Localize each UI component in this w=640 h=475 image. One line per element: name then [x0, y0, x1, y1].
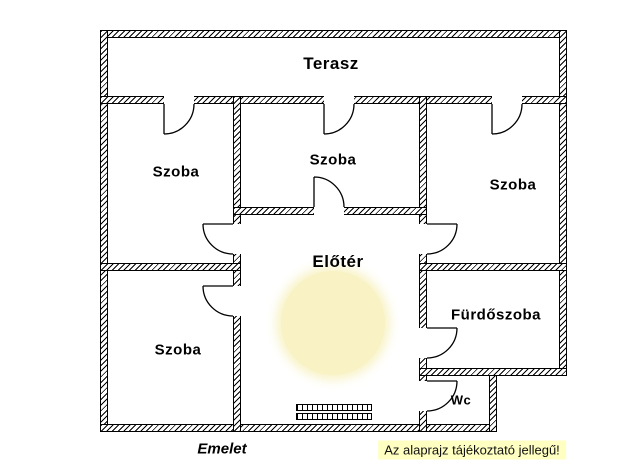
door-opening-left-upper [233, 224, 241, 254]
door-arc-eloter-middle [313, 176, 345, 208]
wall-outer-bottom [100, 424, 497, 432]
stairs-symbol-top [296, 404, 372, 411]
door-arc-furdoszoba [426, 327, 458, 359]
door-arc-left-lower [202, 285, 234, 317]
door-opening-right-upper [419, 224, 427, 254]
door-arc-szoba-right [491, 103, 523, 135]
door-arc-right-upper [426, 223, 458, 255]
stairs-symbol-bottom [296, 413, 372, 420]
door-opening-furdoszoba [419, 328, 427, 358]
wall-furdo-bottom [419, 368, 567, 376]
room-label-wc: Wc [450, 392, 472, 408]
door-opening-szoba-right [492, 96, 522, 104]
room-label-terasz: Terasz [303, 54, 359, 73]
door-arc-szoba-top-left [163, 103, 195, 135]
door-opening-wc [419, 381, 427, 411]
door-arc-left-upper [202, 223, 234, 255]
floor-label: Emelet [197, 440, 247, 458]
room-label-furdoszoba: Fürdőszoba [451, 306, 541, 324]
wall-left-split [100, 263, 241, 271]
wall-outer-top [100, 30, 567, 38]
wall-right-split [419, 263, 567, 271]
door-opening-szoba-top-left [164, 96, 194, 104]
highlight-circle [281, 271, 385, 375]
wall-wc-right [489, 368, 497, 432]
room-label-szoba-top-left: Szoba [152, 163, 200, 181]
room-label-szoba-right: Szoba [489, 176, 537, 194]
door-opening-left-lower [233, 286, 241, 316]
door-opening-szoba-top-middle [324, 96, 354, 104]
room-label-szoba-bottom-left: Szoba [154, 341, 202, 359]
room-label-eloter: Előtér [312, 252, 364, 271]
door-arc-szoba-top-middle [323, 103, 355, 135]
door-opening-eloter-middle [314, 207, 344, 215]
wall-outer-right [559, 30, 567, 376]
wall-outer-left [100, 30, 108, 432]
room-label-szoba-top-middle: Szoba [309, 151, 357, 169]
disclaimer-text: Az alaprajz tájékoztató jellegű! [378, 440, 566, 460]
